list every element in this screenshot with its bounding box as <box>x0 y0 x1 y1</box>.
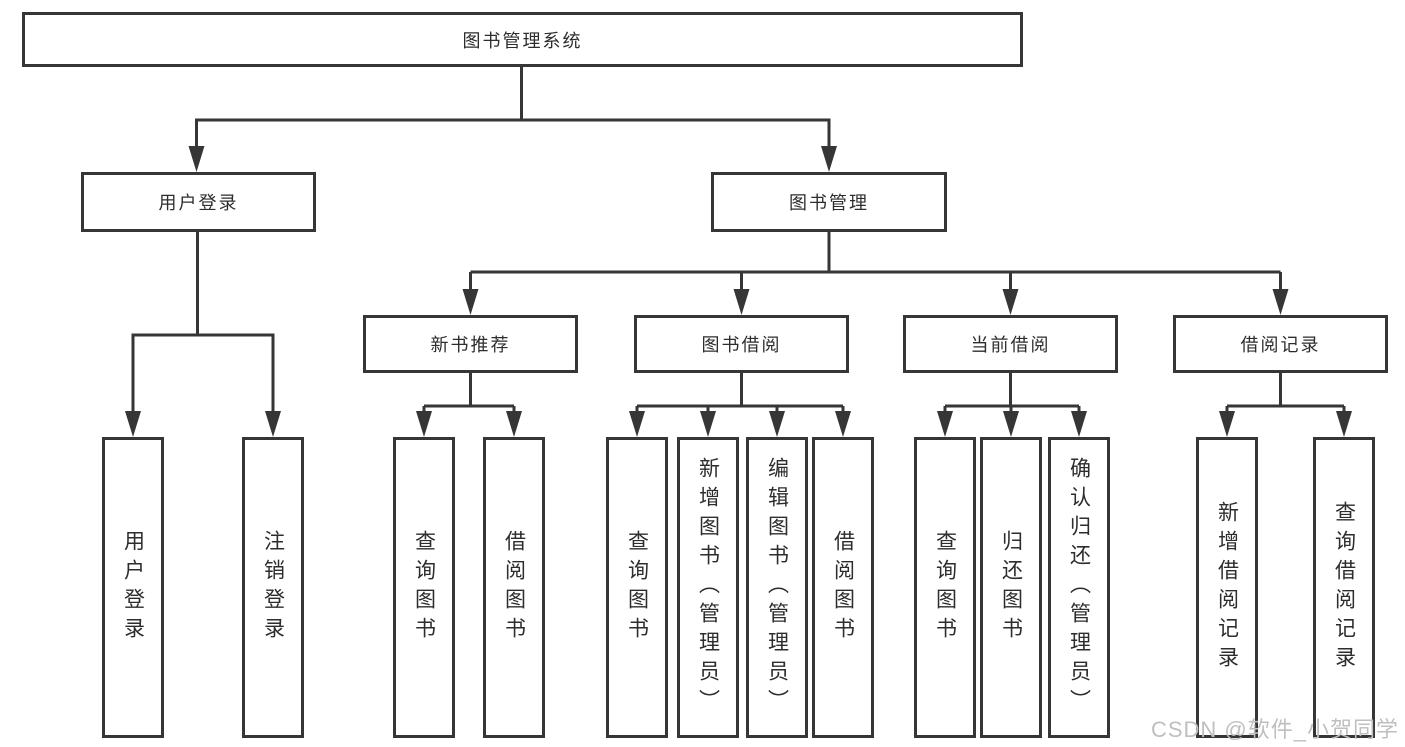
leaf-edit-books-admin: 编辑图书（管理员） <box>746 437 808 738</box>
leaf-borrow-books-recommend: 借阅图书 <box>483 437 545 738</box>
leaf-confirm-return-admin: 确认归还（管理员） <box>1048 437 1110 738</box>
node-current-borrowing: 当前借阅 <box>903 315 1118 373</box>
node-book-management: 图书管理 <box>711 172 947 232</box>
node-new-book-recommend: 新书推荐 <box>363 315 578 373</box>
node-root: 图书管理系统 <box>22 12 1023 67</box>
leaf-query-books-recommend: 查询图书 <box>393 437 455 738</box>
leaf-add-borrow-record: 新增借阅记录 <box>1196 437 1258 738</box>
leaf-add-books-admin: 新增图书（管理员） <box>677 437 739 738</box>
leaf-query-books-borrowing: 查询图书 <box>606 437 668 738</box>
node-borrowing-records: 借阅记录 <box>1173 315 1388 373</box>
node-book-borrowing: 图书借阅 <box>634 315 849 373</box>
node-user-login: 用户登录 <box>81 172 316 232</box>
leaf-borrow-books: 借阅图书 <box>812 437 874 738</box>
leaf-query-borrow-record: 查询借阅记录 <box>1313 437 1375 738</box>
leaf-logout: 注销登录 <box>242 437 304 738</box>
leaf-query-books-current: 查询图书 <box>914 437 976 738</box>
watermark: CSDN @软件_小贺同学 <box>1150 717 1399 742</box>
leaf-user-login: 用户登录 <box>102 437 164 738</box>
leaf-return-books: 归还图书 <box>980 437 1042 738</box>
